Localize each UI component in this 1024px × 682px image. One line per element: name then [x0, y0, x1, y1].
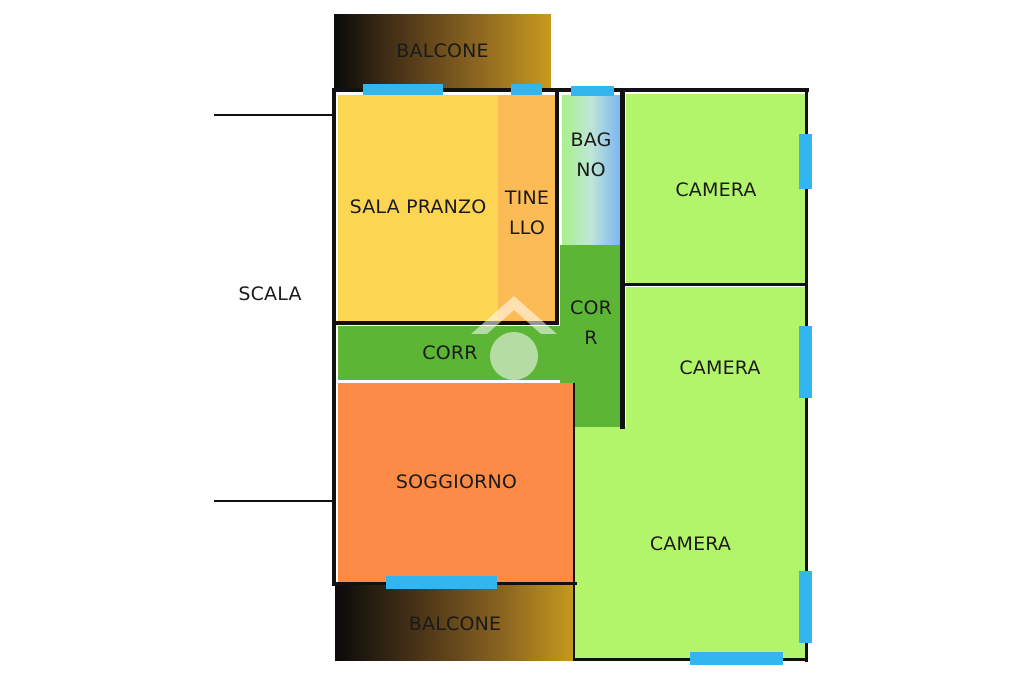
window-bagno: [571, 86, 614, 96]
bagno-label: BAG NO: [562, 125, 620, 185]
watermark-house-icon: [471, 296, 557, 380]
wall-left: [332, 88, 336, 586]
scala-label: SCALA: [238, 283, 302, 305]
corridor-horizontal: [338, 326, 578, 380]
balcone-bottom-label: BALCONE: [408, 613, 502, 635]
window-camera-1: [799, 134, 812, 189]
tinello-room: [498, 95, 556, 322]
camera-room-2: [626, 287, 806, 427]
corridor-vertical-label: COR R: [560, 293, 622, 353]
camera-room-3: [575, 427, 806, 660]
balcone-top-label: BALCONE: [396, 40, 489, 62]
window-soggiorno: [386, 576, 497, 589]
window-sala: [363, 84, 443, 95]
corridor-vertical-label-line2: R: [584, 327, 598, 349]
camera-2-label: CAMERA: [679, 357, 761, 379]
bagno-label-line1: BAG: [570, 129, 612, 151]
wall-soggiorno-right: [573, 383, 575, 661]
corridor-horizontal-label: CORR: [422, 342, 478, 364]
balcone-top: [334, 14, 551, 89]
stair-line-bottom: [214, 500, 334, 502]
bagno-label-line2: NO: [576, 159, 606, 181]
stair-line-top: [214, 114, 334, 116]
tinello-label-line2: LLO: [508, 217, 546, 239]
sala-pranzo-label: SALA PRANZO: [349, 196, 487, 218]
window-camera-3-side: [799, 571, 812, 643]
bagno-room: [562, 95, 620, 245]
camera-3-label: CAMERA: [649, 533, 732, 555]
sala-pranzo-room: [338, 95, 498, 322]
soggiorno-label: SOGGIORNO: [395, 471, 518, 493]
camera-1-label: CAMERA: [675, 179, 757, 201]
wall-bagno-right: [620, 92, 625, 429]
wall-sala-bottom: [334, 321, 559, 325]
soggiorno-room: [338, 383, 575, 583]
balcone-bottom: [335, 585, 575, 661]
camera-room-1: [626, 94, 806, 284]
window-tinello: [511, 84, 542, 95]
wall-camera-divider: [625, 283, 807, 286]
window-camera-2: [799, 326, 812, 398]
corridor-vertical-label-line1: COR: [569, 297, 613, 319]
tinello-label: TINE LLO: [498, 183, 556, 243]
tinello-label-line1: TINE: [504, 187, 550, 209]
window-camera-3-bottom: [690, 652, 783, 665]
wall-tinello-right: [555, 92, 559, 325]
